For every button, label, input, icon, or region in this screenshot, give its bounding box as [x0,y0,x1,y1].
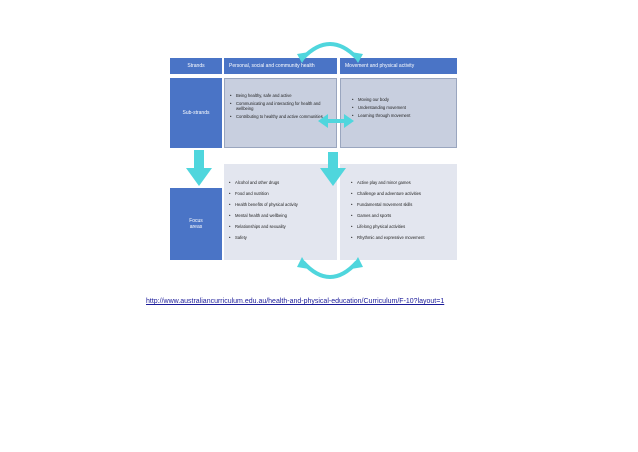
list-item: Being healthy, safe and active [229,93,332,98]
list-item: Games and sports [350,213,453,218]
strands-label: Strands [187,63,205,69]
list-item: Safety [228,235,333,240]
substrands-label-cell: Sub-strands [170,78,222,148]
substrands-right-list: Moving our body Understanding movement L… [351,97,452,118]
focus-label: Focus areas [189,218,203,230]
focus-right-panel: Active play and minor games Challenge an… [340,164,457,260]
focus-left-list: Alcohol and other drugs Food and nutriti… [228,180,333,240]
list-item: Lifelong physical activities [350,224,453,229]
substrands-right-panel: Moving our body Understanding movement L… [340,78,457,148]
substrands-label: Sub-strands [182,110,210,116]
list-item: Active play and minor games [350,180,453,185]
bottom-curved-arrow [301,260,359,279]
list-item: Mental health and wellbeing [228,213,333,218]
list-item: Moving our body [351,97,452,102]
strand-header-right-text: Movement and physical activity [345,63,415,69]
focus-right-list: Active play and minor games Challenge an… [350,180,453,240]
substrands-left-list: Being healthy, safe and active Communica… [229,93,332,119]
list-item: Food and nutrition [228,191,333,196]
list-item: Understanding movement [351,105,452,110]
list-item: Contributing to healthy and active commu… [229,114,332,119]
strand-header-left: Personal, social and community health [224,58,337,74]
list-item: Challenge and adventure activities [350,191,453,196]
strand-header-left-text: Personal, social and community health [229,63,315,69]
list-item: Alcohol and other drugs [228,180,333,185]
list-item: Relationships and sexuality [228,224,333,229]
hpe-curriculum-diagram: Strands Personal, social and community h… [170,54,458,264]
focus-label-cell: Focus areas [170,188,222,260]
substrands-left-panel: Being healthy, safe and active Communica… [224,78,337,148]
list-item: Learning through movement [351,113,452,118]
list-item: Communicating and interacting for health… [229,101,332,111]
list-item: Rhythmic and expressive movement [350,235,453,240]
focus-left-panel: Alcohol and other drugs Food and nutriti… [224,164,337,260]
strand-header-right: Movement and physical activity [340,58,457,74]
list-item: Health benefits of physical activity [228,202,333,207]
strands-label-cell: Strands [170,58,222,74]
list-item: Fundamental movement skills [350,202,453,207]
source-link[interactable]: http://www.australiancurriculum.edu.au/h… [146,298,445,305]
